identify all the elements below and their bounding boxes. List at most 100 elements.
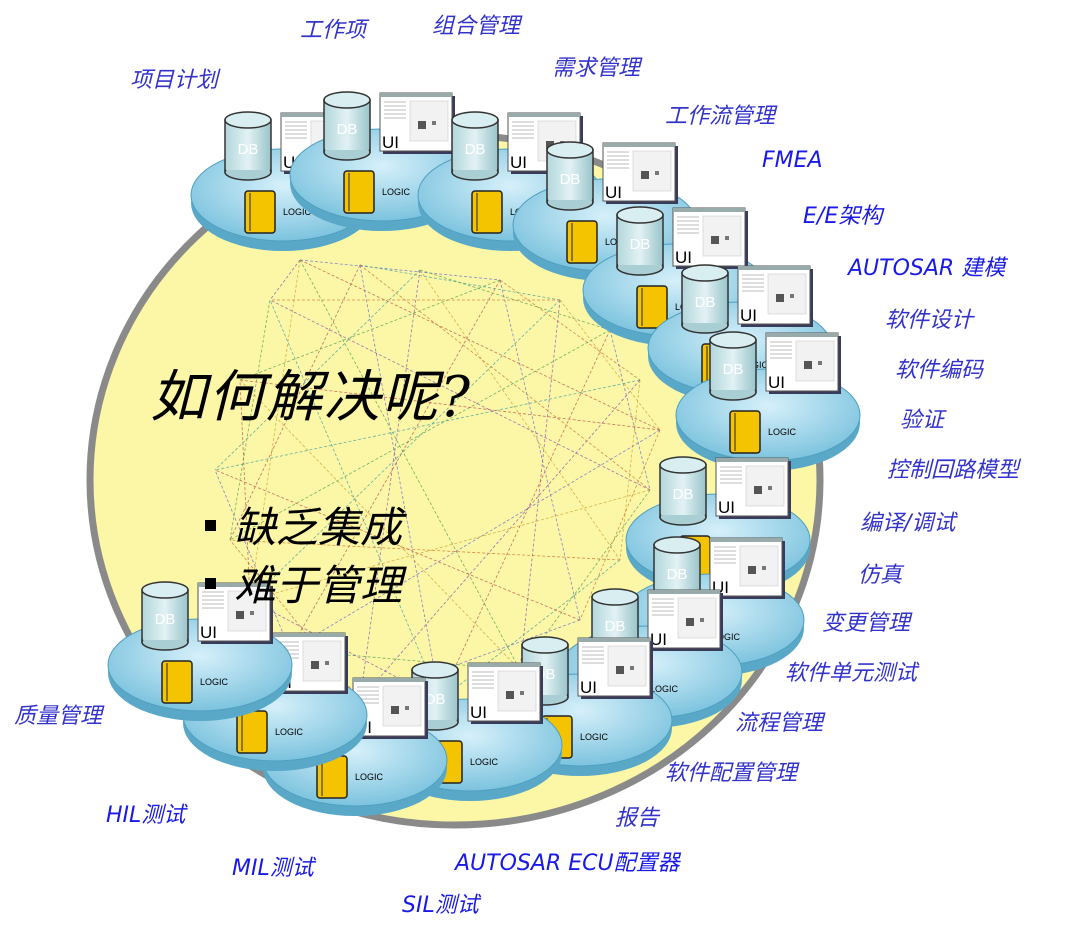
db-cylinder-top xyxy=(546,141,594,159)
logic-label: LOGIC xyxy=(275,727,304,737)
ui-window-titlebar xyxy=(198,583,270,587)
db-cylinder-top xyxy=(521,636,569,654)
ui-window-pane xyxy=(767,273,807,315)
db-cylinder-top xyxy=(451,111,499,129)
ui-window-thumb xyxy=(762,566,766,570)
mesh-line xyxy=(239,379,661,431)
db-cylinder-top xyxy=(659,456,707,474)
mesh-line xyxy=(419,269,611,331)
ui-label: UI xyxy=(470,703,487,722)
mesh-line xyxy=(289,429,661,651)
ui-window-thumb xyxy=(630,666,634,670)
mesh-line xyxy=(579,429,661,621)
db-label: DB xyxy=(425,691,446,708)
logic-label: LOGIC xyxy=(650,684,679,694)
mesh-line xyxy=(214,379,641,471)
db-label: DB xyxy=(630,236,651,253)
mesh-line xyxy=(359,379,641,701)
ui-window-thumb xyxy=(250,611,254,615)
label-sw-design: 软件设计 xyxy=(885,308,974,333)
mesh-line xyxy=(229,264,361,541)
ui-window-thumb xyxy=(804,361,812,369)
logic-book-icon xyxy=(566,220,598,264)
ui-window-thumb xyxy=(711,236,719,244)
mesh-line xyxy=(249,299,561,601)
ui-window-titlebar xyxy=(508,113,580,117)
ui-label: UI xyxy=(675,248,692,267)
ui-window-pane xyxy=(795,340,835,382)
mesh-line xyxy=(229,539,361,701)
mesh-line xyxy=(559,299,661,431)
ui-window-thumb xyxy=(700,618,704,622)
mesh-line xyxy=(299,259,661,431)
logic-label: LOGIC xyxy=(283,207,312,217)
label-unit-test: 软件单元测试 xyxy=(785,661,918,686)
bullet-text: 难于管理 xyxy=(234,561,403,610)
ui-window-thumb xyxy=(418,121,426,129)
label-process-mgmt: 流程管理 xyxy=(735,711,824,736)
ui-window-pane xyxy=(302,640,342,682)
ui-window-pane xyxy=(739,545,779,587)
central-question: 如何解决呢? xyxy=(150,365,473,430)
db-label: DB xyxy=(723,361,744,378)
ui-window-pane xyxy=(497,670,537,712)
mesh-line xyxy=(229,299,271,541)
db-label: DB xyxy=(337,121,358,138)
ui-window-thumb xyxy=(748,566,756,574)
db-label: DB xyxy=(238,141,259,158)
ui-window-thumb xyxy=(506,691,514,699)
mesh-line xyxy=(229,539,621,561)
logic-book-icon xyxy=(244,190,276,234)
db-cylinder-top xyxy=(224,111,272,129)
bullet-square-icon xyxy=(205,577,216,589)
ui-label: UI xyxy=(382,133,399,152)
db-cylinder-top xyxy=(709,331,757,349)
ui-window-thumb xyxy=(325,661,329,665)
label-compile-debug: 编译/调试 xyxy=(860,511,956,536)
ui-window-thumb xyxy=(520,691,524,695)
label-autosar-modeling: AUTOSAR 建模 xyxy=(848,256,1006,281)
mesh-line xyxy=(269,299,441,701)
ui-window-pane xyxy=(745,465,785,507)
mesh-line xyxy=(269,299,651,491)
ui-label: UI xyxy=(718,498,735,517)
mesh-line xyxy=(359,269,421,701)
mesh-line xyxy=(519,299,561,671)
label-ee-arch: E/E架构 xyxy=(803,204,883,229)
db-cylinder-top xyxy=(616,206,664,224)
ui-label: UI xyxy=(650,630,667,649)
label-simulation: 仿真 xyxy=(858,563,903,588)
logic-book-icon xyxy=(636,285,668,329)
mesh-line xyxy=(214,469,291,651)
ui-window-titlebar xyxy=(710,538,782,542)
bullet-item: 难于管理 xyxy=(205,552,402,613)
mesh-line xyxy=(269,259,301,301)
label-fmea: FMEA xyxy=(762,148,823,173)
ui-window-thumb xyxy=(405,706,409,710)
ui-window-pane xyxy=(607,645,647,687)
ui-label: UI xyxy=(768,373,785,392)
ui-window-pane xyxy=(227,590,267,632)
mesh-line xyxy=(499,279,581,621)
ui-window-titlebar xyxy=(273,633,345,637)
ui-window-titlebar xyxy=(648,590,720,594)
label-report: 报告 xyxy=(615,806,660,831)
logic-label: LOGIC xyxy=(768,427,797,437)
ui-window-titlebar xyxy=(578,638,650,642)
db-label: DB xyxy=(673,486,694,503)
ui-label: UI xyxy=(510,153,527,172)
label-project-plan: 项目计划 xyxy=(130,68,219,93)
node-ring: DB UI LOGIC DB UI LOGIC DB UI LOGIC DB UI LOGIC DB UI… xyxy=(107,91,861,816)
ui-window-thumb xyxy=(655,171,659,175)
ui-window-titlebar xyxy=(716,458,788,462)
label-portfolio: 组合管理 xyxy=(432,14,521,39)
label-verification: 验证 xyxy=(900,408,945,433)
ui-label: UI xyxy=(605,183,622,202)
ui-window-titlebar xyxy=(281,113,353,117)
db-cylinder-top xyxy=(323,91,371,109)
mesh-line xyxy=(229,329,611,541)
ui-window-thumb xyxy=(725,236,729,240)
mesh-line xyxy=(249,259,301,601)
label-change-mgmt: 变更管理 xyxy=(822,611,911,636)
